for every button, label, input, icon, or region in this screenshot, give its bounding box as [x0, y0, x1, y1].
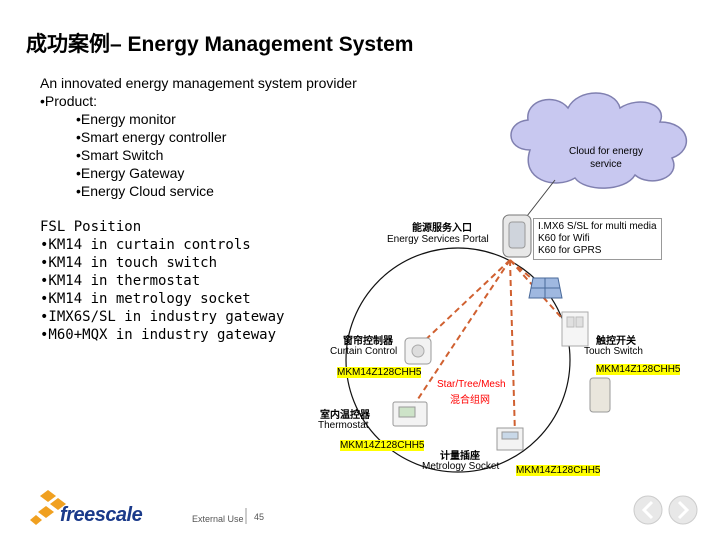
page-number: 45	[254, 512, 265, 522]
page-title: 成功案例– Energy Management System	[26, 33, 414, 56]
fsl-item: •KM14 in thermostat	[40, 273, 201, 289]
fsl-item: •KM14 in curtain controls	[40, 237, 251, 253]
product-item: •Energy Cloud service	[76, 183, 214, 199]
thermostat-icon	[392, 401, 428, 427]
product-item: •Smart Switch	[76, 147, 164, 163]
metrology-socket-icon	[496, 427, 524, 451]
brand-logo: freescale	[60, 504, 143, 526]
freescale-logo-icon	[30, 490, 66, 525]
product-item: •Energy monitor	[76, 111, 176, 127]
touch-chip-label: MKM14Z128CHH5	[596, 364, 681, 375]
solar-panel-icon	[528, 277, 563, 299]
intro-block: An innovated energy management system pr…	[40, 74, 357, 200]
socket-en-label: Metrology Socket	[422, 461, 500, 472]
product-heading: •Product:	[40, 93, 98, 109]
socket-chip-label: MKM14Z128CHH5	[516, 465, 601, 476]
thermostat-chip-label: MKM14Z128CHH5	[340, 440, 425, 451]
wall-device-icon	[589, 377, 611, 413]
fsl-item: •IMX6S/SL in industry gateway	[40, 309, 285, 325]
product-item: •Energy Gateway	[76, 165, 185, 181]
fsl-item: •M60+MQX in industry gateway	[40, 327, 277, 343]
curtain-cn-label: 窗帘控制器	[343, 336, 393, 347]
gateway-device-icon	[502, 214, 532, 258]
cloud-icon	[510, 92, 688, 189]
thermostat-cn-label: 室内温控器	[320, 410, 370, 421]
touch-cn-label: 触控开关	[596, 336, 636, 347]
fsl-item: •KM14 in metrology socket	[40, 291, 251, 307]
imx-info-box: I.MX6 S/SL for multi media K60 for Wifi …	[533, 218, 662, 260]
imx-line: K60 for Wifi	[538, 233, 590, 244]
thermostat-en-label: Thermostat	[318, 420, 369, 431]
imx-line: K60 for GPRS	[538, 245, 602, 256]
curtain-controller-icon	[404, 337, 432, 365]
socket-cn-label: 计量插座	[440, 451, 480, 462]
curtain-chip-label: MKM14Z128CHH5	[337, 367, 422, 378]
network-ring	[345, 247, 571, 473]
product-item: •Smart energy controller	[76, 129, 227, 145]
imx-line: I.MX6 S/SL for multi media	[538, 221, 657, 232]
portal-en-label: Energy Services Portal	[387, 234, 489, 245]
topology-cn-label: 混合组网	[450, 395, 490, 406]
cloud-label: Cloud for energy service	[569, 146, 643, 170]
portal-cn-label: 能源服务入口	[412, 223, 472, 234]
touch-switch-icon	[561, 311, 589, 347]
touch-en-label: Touch Switch	[584, 346, 643, 357]
curtain-en-label: Curtain Control	[330, 346, 398, 357]
fsl-item: •KM14 in touch switch	[40, 255, 218, 271]
classification-label: External Use	[192, 514, 244, 524]
topology-label: Star/Tree/Mesh	[437, 379, 506, 390]
fsl-position-block: FSL Position •KM14 in curtain controls •…	[40, 218, 284, 344]
prev-slide-button[interactable]	[633, 495, 663, 525]
next-slide-button[interactable]	[668, 495, 698, 525]
fsl-heading: FSL Position	[40, 219, 142, 235]
intro-line: An innovated energy management system pr…	[40, 75, 357, 91]
